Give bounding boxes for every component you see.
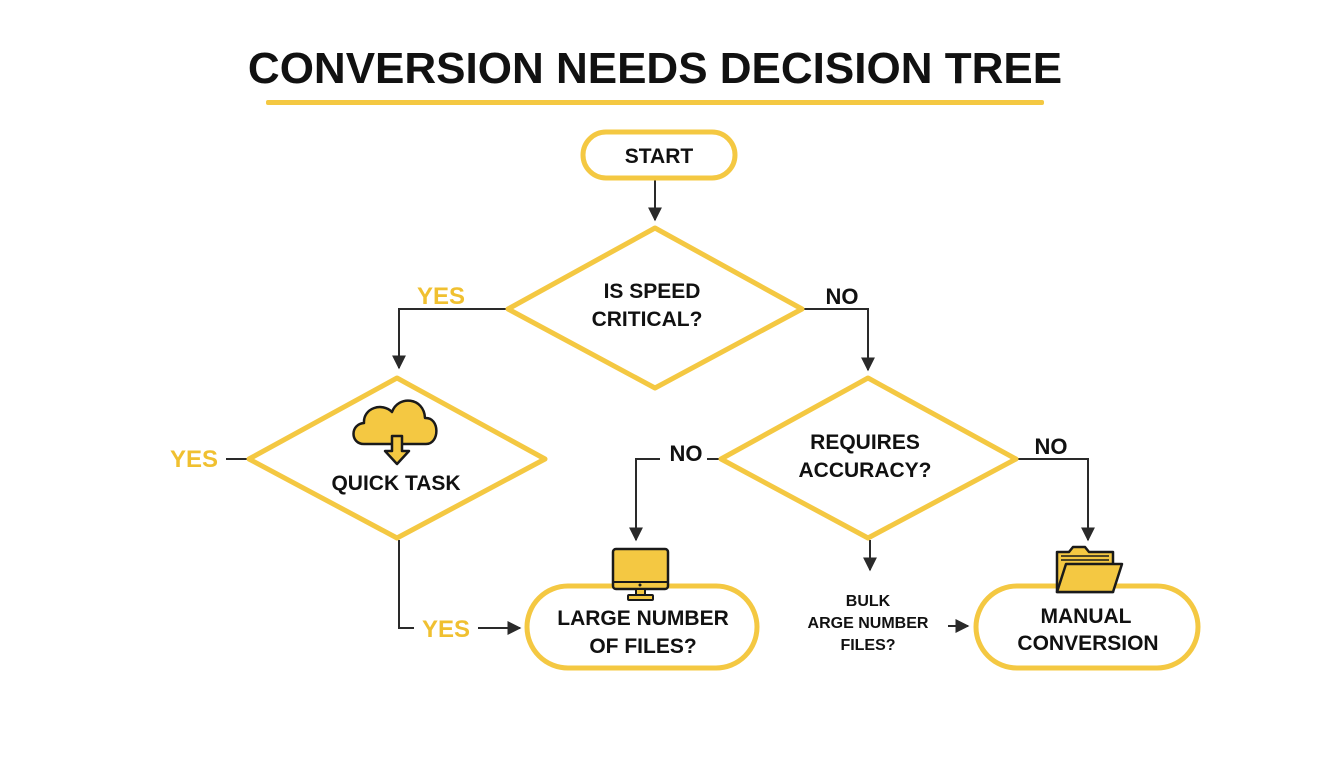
requires-accuracy-line1: REQUIRES [810, 431, 920, 454]
speed-critical-node: IS SPEED CRITICAL? [505, 225, 805, 391]
bulk-line1: BULK [846, 593, 891, 610]
bulk-line3: FILES? [840, 637, 895, 654]
requires-accuracy-node: REQUIRES ACCURACY? [718, 375, 1019, 541]
quick-yes-left-label: YES [170, 446, 218, 473]
speed-critical-line2: CRITICAL? [592, 308, 703, 331]
bulk-files-node: BULK ARGE NUMBER FILES? [808, 593, 929, 654]
monitor-icon [611, 547, 670, 601]
diagram-title: CONVERSION NEEDS DECISION TREE [248, 44, 1062, 93]
quick-yes-bottom-label: YES [422, 616, 470, 643]
start-label: START [625, 145, 694, 168]
edge-accuracy-no-right [1016, 458, 1095, 542]
manual-conversion-node: MANUAL CONVERSION [973, 545, 1201, 671]
title-underline [266, 100, 1044, 105]
large-number-files-node: LARGE NUMBER OF FILES? [524, 547, 760, 671]
large-number-files-line2: OF FILES? [589, 635, 696, 658]
start-node: START [580, 129, 738, 181]
speed-yes-label: YES [417, 283, 465, 310]
manual-conversion-line2: CONVERSION [1017, 632, 1158, 655]
manual-conversion-line1: MANUAL [1041, 605, 1132, 628]
edge-accuracy-no-left [629, 458, 660, 542]
edge-speed-yes [392, 308, 508, 370]
bulk-line2: ARGE NUMBER [808, 615, 929, 632]
cloud-download-icon [352, 399, 438, 466]
folder-icon [1055, 545, 1124, 594]
speed-no-label: NO [826, 284, 859, 309]
edge-quick-to-large-files [398, 540, 414, 629]
quick-task-label: QUICK TASK [331, 472, 460, 495]
edge-speed-no [802, 308, 875, 372]
accuracy-no-right-label: NO [1035, 434, 1068, 459]
speed-critical-line1: IS SPEED [604, 280, 701, 303]
large-number-files-line1: LARGE NUMBER [557, 607, 729, 630]
accuracy-no-left-label: NO [670, 441, 703, 466]
requires-accuracy-line2: ACCURACY? [799, 459, 932, 482]
quick-task-node: QUICK TASK [246, 375, 548, 541]
